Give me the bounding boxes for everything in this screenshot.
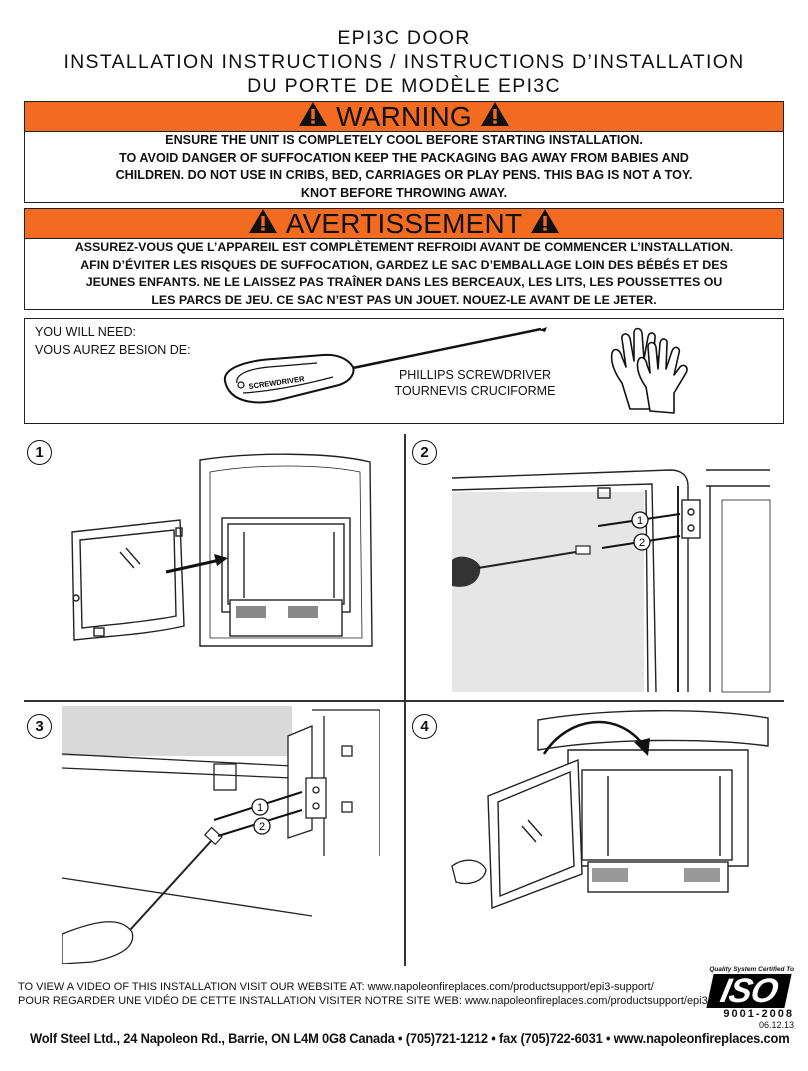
callout-2: 2	[259, 821, 265, 833]
step-number-3: 3	[27, 714, 52, 739]
doc-title: EPI3C DOOR	[337, 27, 471, 49]
step-number-2: 2	[412, 440, 437, 465]
step-4-illustration	[451, 710, 769, 909]
warning-line: KNOT BEFORE THROWING AWAY.	[300, 185, 508, 200]
iso-cert-text: Quality System Certified To	[709, 966, 794, 973]
screwdriver-illustration: SCREWDRIVER	[223, 327, 547, 404]
tool-name-fr: TOURNEVIS CRUCIFORME	[394, 384, 556, 398]
grid-divider-horizontal	[24, 700, 784, 702]
warning-line: ENSURE THE UNIT IS COMPLETELY COOL BEFOR…	[165, 133, 643, 147]
step-1-illustration	[71, 453, 373, 647]
callout-2: 2	[639, 537, 645, 549]
warning-line: ASSUREZ-VOUS QUE L’APPAREIL EST COMPLÈTE…	[74, 240, 734, 254]
callout-1: 1	[257, 802, 263, 814]
doc-subtitle-en: INSTALLATION INSTRUCTIONS / INSTRUCTIONS…	[63, 51, 745, 73]
video-link-fr[interactable]: POUR REGARDER UNE VIDÉO DE CETTE INSTALL…	[18, 995, 752, 1007]
step-number-1: 1	[27, 440, 52, 465]
warning-icon	[530, 208, 560, 240]
warning-icon	[298, 101, 328, 133]
warning-line: CHILDREN. DO NOT USE IN CRIBS, BED, CARR…	[115, 168, 693, 182]
tools-box: YOU WILL NEED: VOUS AUREZ BESION DE: SCR…	[24, 318, 784, 424]
avertissement-banner: AVERTISSEMENT	[24, 208, 784, 239]
callout-1: 1	[637, 515, 643, 527]
doc-date: 06.12.13	[758, 1020, 794, 1030]
step-3-illustration: 1 2	[62, 706, 380, 964]
warning-icon	[248, 208, 278, 240]
tool-name: PHILLIPS SCREWDRIVER TOURNEVIS CRUCIFORM…	[385, 367, 565, 399]
video-link-en[interactable]: TO VIEW A VIDEO OF THIS INSTALLATION VIS…	[18, 981, 654, 993]
avertissement-title: AVERTISSEMENT	[285, 208, 523, 239]
warning-text-en: ENSURE THE UNIT IS COMPLETELY COOL BEFOR…	[24, 131, 784, 203]
step-number-4: 4	[412, 714, 437, 739]
warning-title: WARNING	[336, 101, 472, 132]
doc-subtitle-fr: DU PORTE DE MODÈLE EPI3C	[247, 75, 561, 97]
iso-number: 9001-2008	[723, 1008, 794, 1020]
warning-line: TO AVOID DANGER OF SUFFOCATION KEEP THE …	[119, 150, 689, 165]
warning-icon	[480, 101, 510, 133]
gloves-icon	[610, 327, 688, 414]
warning-line: JEUNES ENFANTS. NE LE LAISSEZ PAS TRAÎNE…	[85, 275, 723, 289]
warning-text-fr: ASSUREZ-VOUS QUE L’APPAREIL EST COMPLÈTE…	[24, 238, 784, 310]
company-address: Wolf Steel Ltd., 24 Napoleon Rd., Barrie…	[30, 1030, 790, 1046]
need-label-en: YOU WILL NEED:	[35, 325, 136, 339]
tool-name-en: PHILLIPS SCREWDRIVER	[398, 368, 552, 382]
need-label-fr: VOUS AUREZ BESION DE:	[35, 343, 191, 357]
warning-line: AFIN D’ÉVITER LES RISQUES DE SUFFOCATION…	[80, 257, 728, 272]
step-2-illustration: 1 2	[452, 469, 771, 693]
iso-certification-logo: Quality System Certified To ISO 9001-200…	[702, 966, 794, 1036]
iso-logo-text: ISO	[706, 972, 792, 1010]
warning-line: LES PARCS DE JEU. CE SAC N’EST PAS UN JO…	[151, 292, 657, 307]
warning-banner: WARNING	[24, 101, 784, 132]
